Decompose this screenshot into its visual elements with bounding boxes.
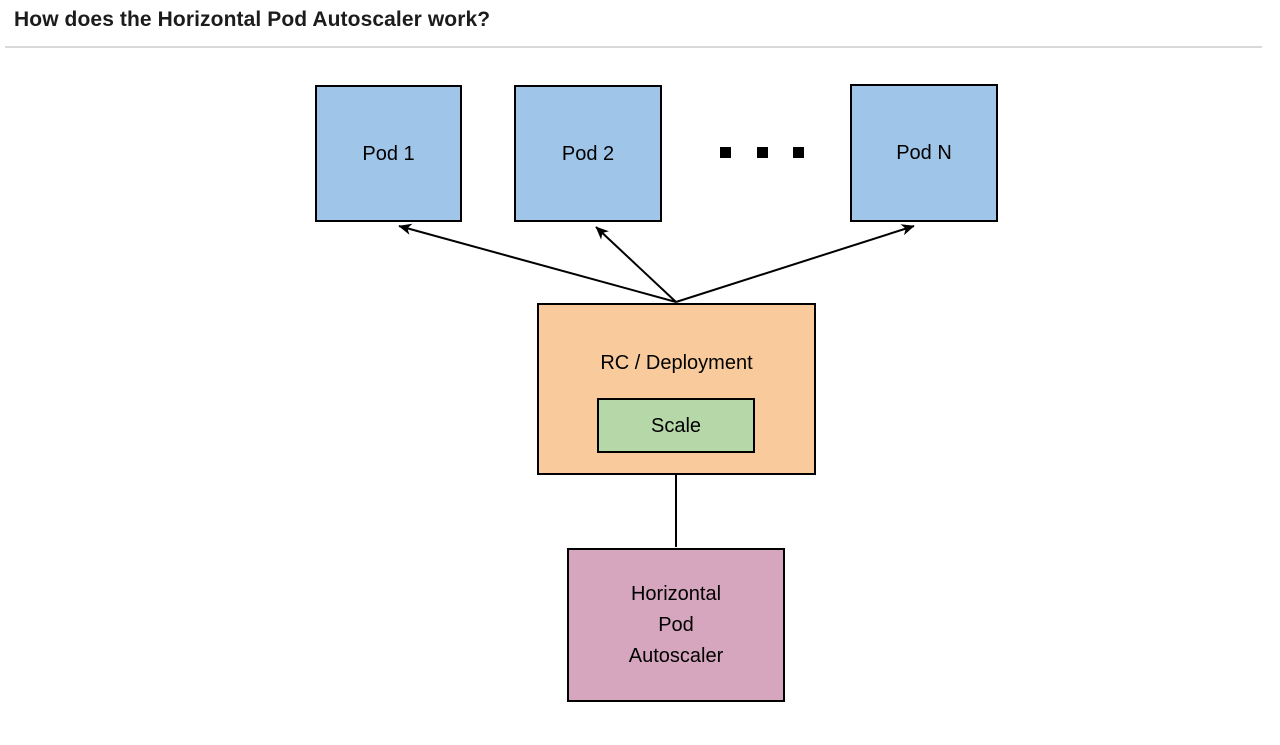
pod-2-label: Pod 2	[561, 142, 615, 165]
horizontal-pod-autoscaler-label: Horizontal Pod Autoscaler	[629, 579, 724, 672]
hpa-label-line-3: Autoscaler	[628, 644, 724, 667]
page-title: How does the Horizontal Pod Autoscaler w…	[14, 8, 491, 31]
pod-2-box: Pod 2	[514, 85, 662, 222]
pod-n-label: Pod N	[896, 142, 952, 164]
arrow-controller-to-pod-n	[675, 224, 915, 303]
pod-n-box: Pod N	[850, 84, 998, 222]
title-divider	[5, 46, 1262, 48]
hpa-label-line-1: Horizontal	[630, 582, 722, 605]
scale-label: Scale	[650, 414, 702, 437]
hpa-label-line-2: Pod	[658, 613, 694, 636]
ellipsis-dot-icon	[793, 147, 804, 158]
scale-box: Scale	[597, 398, 755, 453]
rc-deployment-box: RC / Deployment Scale	[537, 303, 816, 475]
pod-1-box: Pod 1	[315, 85, 462, 222]
ellipsis-dot-icon	[720, 147, 731, 158]
arrow-controller-to-pod-1	[398, 223, 677, 303]
pod-1-label: Pod 1	[362, 142, 415, 165]
pods-ellipsis-icon	[720, 147, 804, 158]
arrow-controller-to-pod-2	[595, 226, 677, 303]
rc-deployment-label: RC / Deployment	[600, 352, 753, 374]
ellipsis-dot-icon	[756, 147, 768, 158]
horizontal-pod-autoscaler-box: Horizontal Pod Autoscaler	[567, 548, 785, 702]
